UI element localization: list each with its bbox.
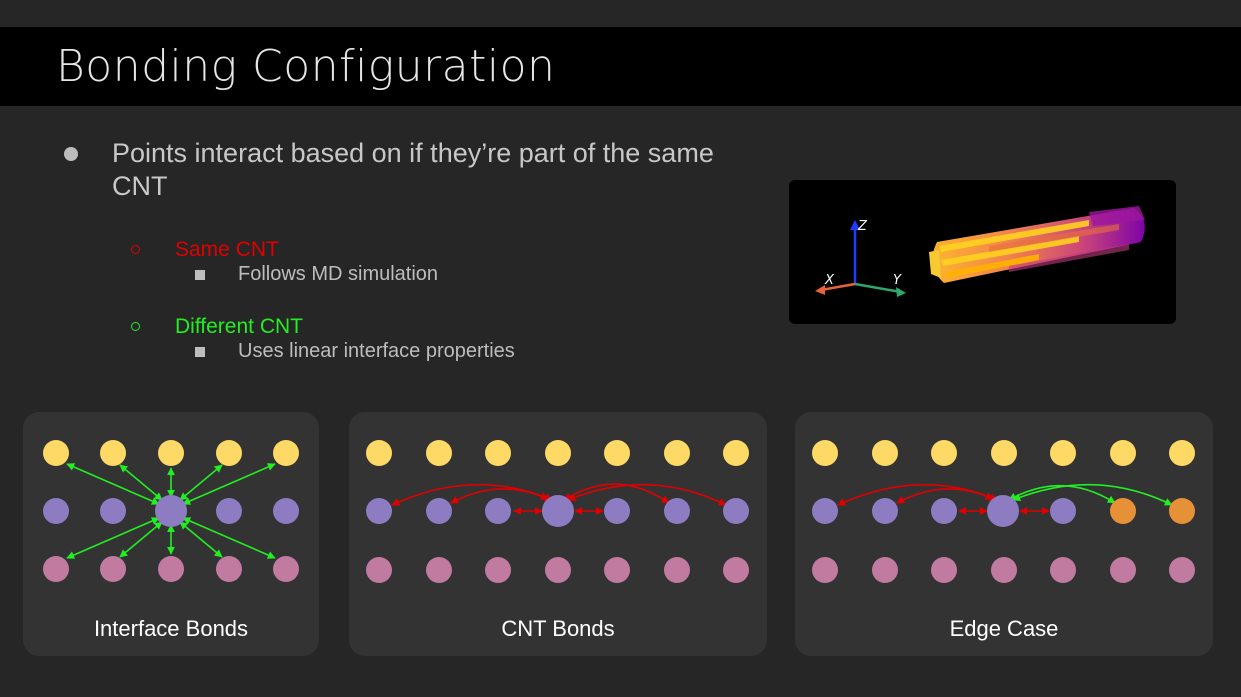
axis-label-y: Y: [893, 273, 902, 288]
sub-bullet-ring-different: [131, 322, 140, 331]
axis-label-z: Z: [857, 219, 868, 234]
panel-label-interface-bonds: Interface Bonds: [93, 616, 249, 641]
purple-orange-node-row: [812, 495, 1195, 527]
axis-label-x: X: [824, 273, 835, 288]
yellow-node-row: [43, 440, 299, 466]
sub-sub-bullet-square: [195, 347, 205, 357]
axes-triad-icon: [815, 220, 906, 297]
edge-case-red-bond-arrows: [837, 483, 1050, 515]
panel-cnt-bonds: CNT Bonds: [349, 412, 767, 656]
panel-edge-case: Edge Case: [795, 412, 1213, 656]
sub-sub-bullet-square: [195, 270, 205, 280]
interface-bond-arrows: [66, 463, 276, 559]
yellow-node-row: [366, 440, 749, 466]
panel-label-cnt-bonds: CNT Bonds: [501, 616, 615, 641]
sub-bullet-different-cnt: Different CNT: [175, 315, 303, 338]
pink-node-row: [43, 556, 299, 582]
title-bar: Bonding Configuration: [0, 27, 1241, 106]
sub-bullet-ring-same: [131, 245, 140, 254]
cnt-simulation-image: Z X Y: [789, 180, 1176, 324]
slide-title: Bonding Configuration: [56, 41, 556, 92]
pink-node-row: [812, 557, 1195, 583]
panel-interface-bonds: Interface Bonds: [23, 412, 319, 656]
main-bullet-text: Points interact based on if they’re part…: [112, 138, 714, 201]
edge-case-green-bond-arrows: [1008, 483, 1173, 506]
bullet-dot: [64, 147, 78, 161]
detail-md-simulation: Follows MD simulation: [238, 263, 439, 285]
pink-node-row: [366, 557, 749, 583]
detail-linear-interface: Uses linear interface properties: [238, 340, 515, 362]
cnt-bond-arrows: [391, 483, 727, 515]
purple-node-row: [366, 495, 749, 527]
purple-node-row: [43, 495, 299, 527]
panel-label-edge-case: Edge Case: [949, 616, 1059, 641]
sub-bullet-same-cnt: Same CNT: [175, 238, 279, 261]
cnt-tube-render: [929, 206, 1145, 283]
yellow-node-row: [812, 440, 1195, 466]
